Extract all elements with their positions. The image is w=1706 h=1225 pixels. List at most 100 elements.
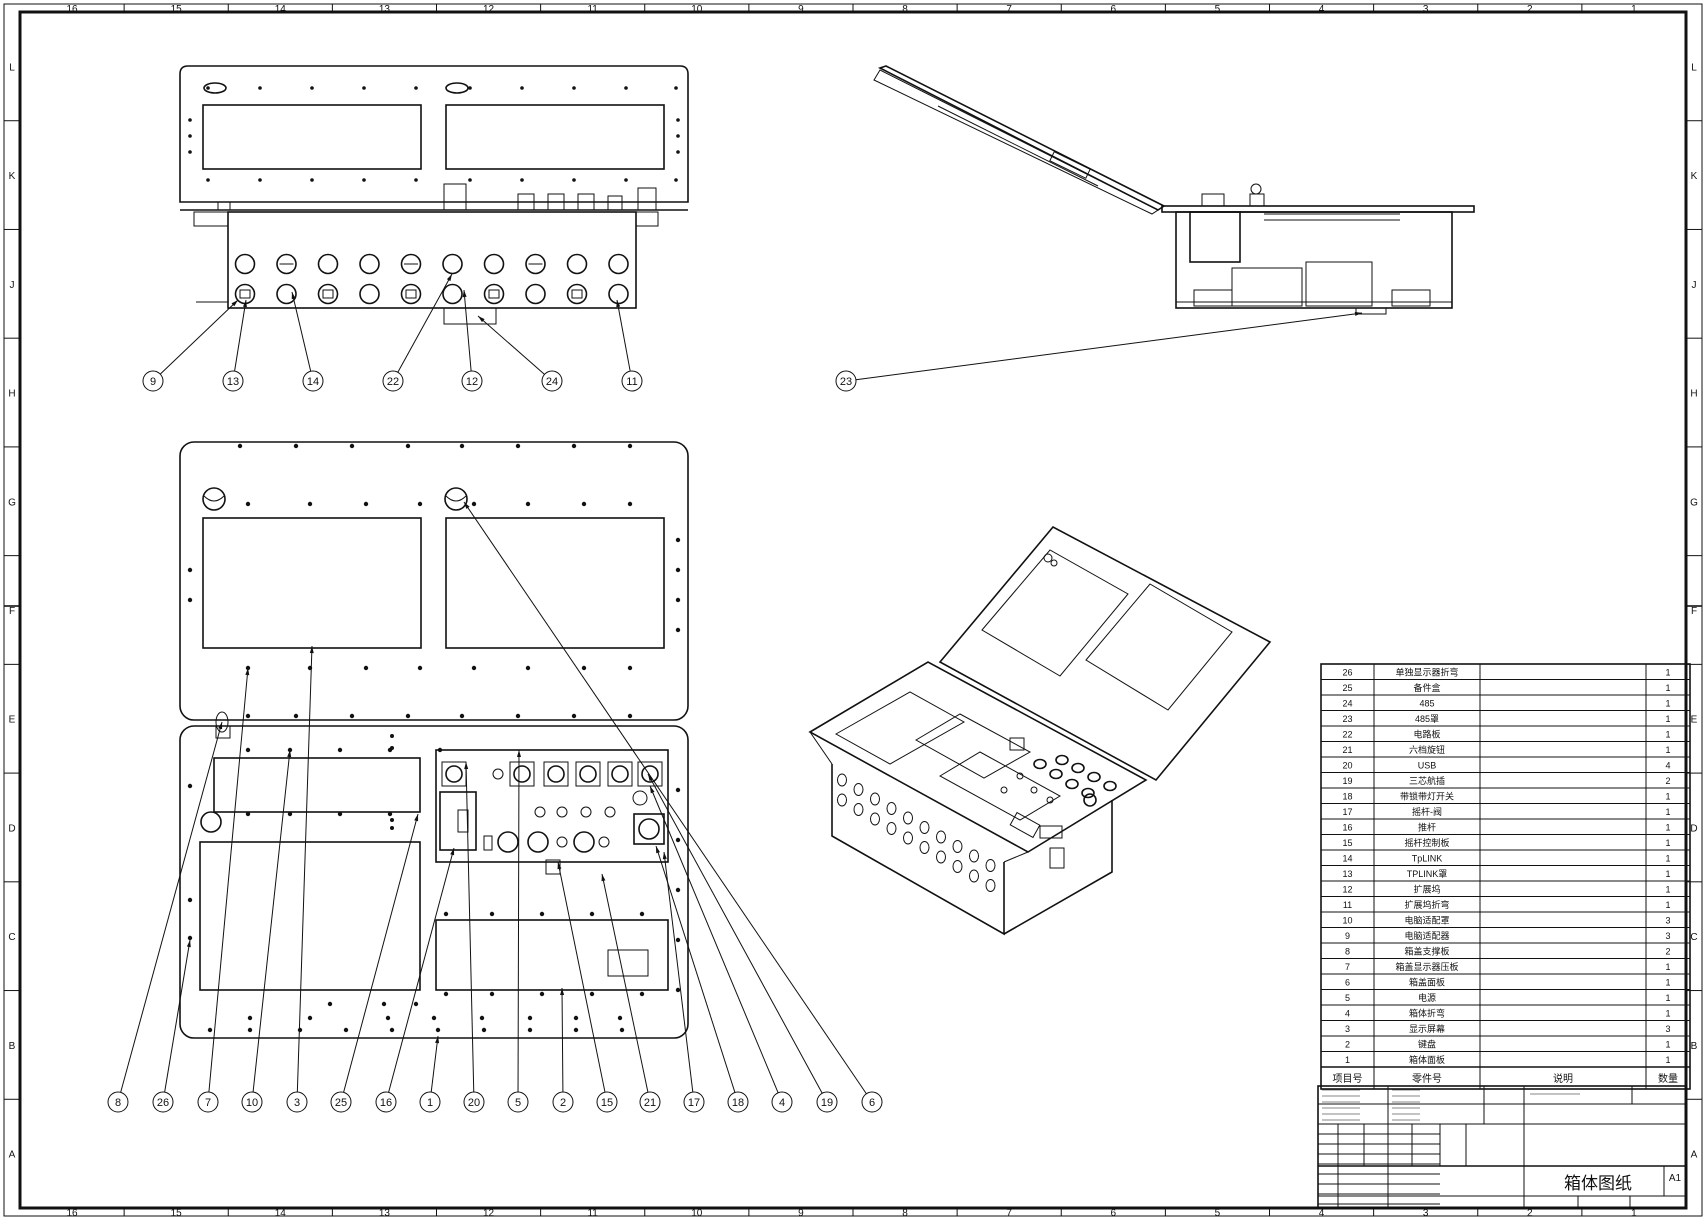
- zone-row-label: A: [9, 1150, 16, 1161]
- callout-balloon-number: 11: [626, 376, 637, 388]
- callout-balloon[interactable]: [375, 1091, 397, 1113]
- callout-balloon[interactable]: [816, 1091, 838, 1113]
- bom-quantity: 1: [1665, 791, 1670, 801]
- callout-balloon[interactable]: [222, 370, 244, 392]
- callout-balloon[interactable]: [152, 1091, 174, 1113]
- zone-column-label: 9: [798, 1208, 804, 1219]
- zone-column-label: 4: [1319, 1208, 1325, 1219]
- bom-quantity: 1: [1665, 1055, 1670, 1065]
- callout-balloon[interactable]: [861, 1091, 883, 1113]
- bom-part-name: 显示屏幕: [1409, 1023, 1445, 1034]
- box-body-front: [227, 211, 637, 309]
- zone-row-label: E: [9, 715, 16, 726]
- callout-balloon[interactable]: [107, 1091, 129, 1113]
- callout-balloon-number: 15: [601, 1097, 613, 1109]
- zone-columns: 1616151514141313121211111010998877665544…: [67, 4, 1637, 1219]
- bom-header-desc: 说明: [1553, 1072, 1573, 1085]
- bom-item-number: 26: [1342, 667, 1352, 677]
- zone-column-label: 16: [67, 1208, 79, 1219]
- bom-part-name: 单独显示器折弯: [1395, 666, 1458, 677]
- callout-balloon[interactable]: [683, 1091, 705, 1113]
- callout-balloon[interactable]: [463, 1091, 485, 1113]
- zone-column-label: 5: [1215, 1208, 1221, 1219]
- zone-column-label: 6: [1111, 4, 1117, 15]
- callout-balloon[interactable]: [302, 370, 324, 392]
- zone-row-label: C: [1690, 932, 1697, 943]
- control-panel: [435, 749, 669, 863]
- bom-part-name: 扩展坞折弯: [1404, 899, 1449, 910]
- bom-item-number: 8: [1345, 946, 1350, 956]
- callout-balloon[interactable]: [330, 1091, 352, 1113]
- zone-column-label: 11: [587, 1208, 598, 1219]
- zone-column-label: 9: [798, 4, 804, 15]
- bom-part-name: TpLINK: [1412, 853, 1443, 863]
- callout-balloon-number: 21: [644, 1097, 656, 1109]
- callout-balloon[interactable]: [621, 370, 643, 392]
- drawing-title: 箱体图纸: [1564, 1174, 1632, 1193]
- isometric-view: [808, 525, 1272, 936]
- bom-item-number: 9: [1345, 931, 1350, 941]
- callout-balloon[interactable]: [727, 1091, 749, 1113]
- bom-header-item: 项目号: [1333, 1073, 1363, 1085]
- callout-balloon-number: 19: [821, 1097, 833, 1109]
- zone-column-label: 1: [1631, 4, 1637, 15]
- zone-column-label: 12: [483, 1208, 495, 1219]
- bom-quantity: 2: [1665, 946, 1670, 956]
- zone-column-label: 7: [1006, 4, 1012, 15]
- bom-part-name: 箱盖支撑板: [1404, 945, 1449, 956]
- zone-column-label: 4: [1319, 4, 1325, 15]
- bom-quantity: 1: [1665, 962, 1670, 972]
- zone-column-label: 3: [1423, 1208, 1429, 1219]
- zone-row-label: G: [1690, 497, 1698, 508]
- bom-item-number: 3: [1345, 1024, 1350, 1034]
- callout-balloon[interactable]: [142, 370, 164, 392]
- callout-balloon[interactable]: [639, 1091, 661, 1113]
- bom-quantity: 1: [1665, 1008, 1670, 1018]
- title-block: 箱体图纸 A1: [1317, 1085, 1687, 1209]
- callout-balloon[interactable]: [382, 370, 404, 392]
- callout-balloon[interactable]: [596, 1091, 618, 1113]
- plan-view: [179, 441, 689, 1039]
- callout-balloon[interactable]: [241, 1091, 263, 1113]
- callout-balloon-number: 22: [387, 376, 399, 388]
- bom-quantity: 1: [1665, 884, 1670, 894]
- bom-item-number: 7: [1345, 962, 1350, 972]
- callout-balloon[interactable]: [541, 370, 563, 392]
- bom-item-number: 16: [1342, 822, 1352, 832]
- zone-row-label: C: [8, 932, 15, 943]
- callout-balloon-number: 5: [515, 1097, 521, 1109]
- bom-part-name: 摇杆控制板: [1404, 837, 1449, 848]
- zone-column-label: 10: [691, 1208, 703, 1219]
- bom-part-name: 485罩: [1415, 714, 1439, 724]
- zone-row-label: K: [1691, 171, 1698, 182]
- callout-balloon[interactable]: [419, 1091, 441, 1113]
- callout-balloon-number: 12: [466, 376, 478, 388]
- callout-balloon[interactable]: [771, 1091, 793, 1113]
- bom-quantity: 1: [1665, 745, 1670, 755]
- callout-balloon[interactable]: [507, 1091, 529, 1113]
- bom-quantity: 1: [1665, 683, 1670, 693]
- bom-item-number: 13: [1342, 869, 1352, 879]
- bom-item-number: 22: [1342, 729, 1352, 739]
- lid-screen-window-right: [445, 104, 665, 170]
- zone-column-label: 6: [1111, 1208, 1117, 1219]
- bom-part-name: 电脑适配器: [1404, 930, 1449, 941]
- callout-balloon[interactable]: [835, 370, 857, 392]
- callout-balloon-number: 26: [157, 1097, 169, 1109]
- bom-quantity: 1: [1665, 977, 1670, 987]
- callout-balloon-number: 20: [468, 1097, 480, 1109]
- zone-column-label: 8: [902, 4, 908, 15]
- callout-balloon-number: 4: [779, 1097, 785, 1109]
- zone-row-label: L: [9, 62, 15, 73]
- zone-column-label: 10: [691, 4, 703, 15]
- callout-balloon-number: 6: [869, 1097, 875, 1109]
- zone-row-label: H: [8, 389, 15, 400]
- zone-row-label: K: [9, 171, 16, 182]
- zone-row-label: G: [8, 497, 16, 508]
- callout-balloon[interactable]: [461, 370, 483, 392]
- callout-balloon[interactable]: [197, 1091, 219, 1113]
- callout-balloon[interactable]: [552, 1091, 574, 1113]
- callout-balloon[interactable]: [286, 1091, 308, 1113]
- zone-column-label: 1: [1631, 1208, 1637, 1219]
